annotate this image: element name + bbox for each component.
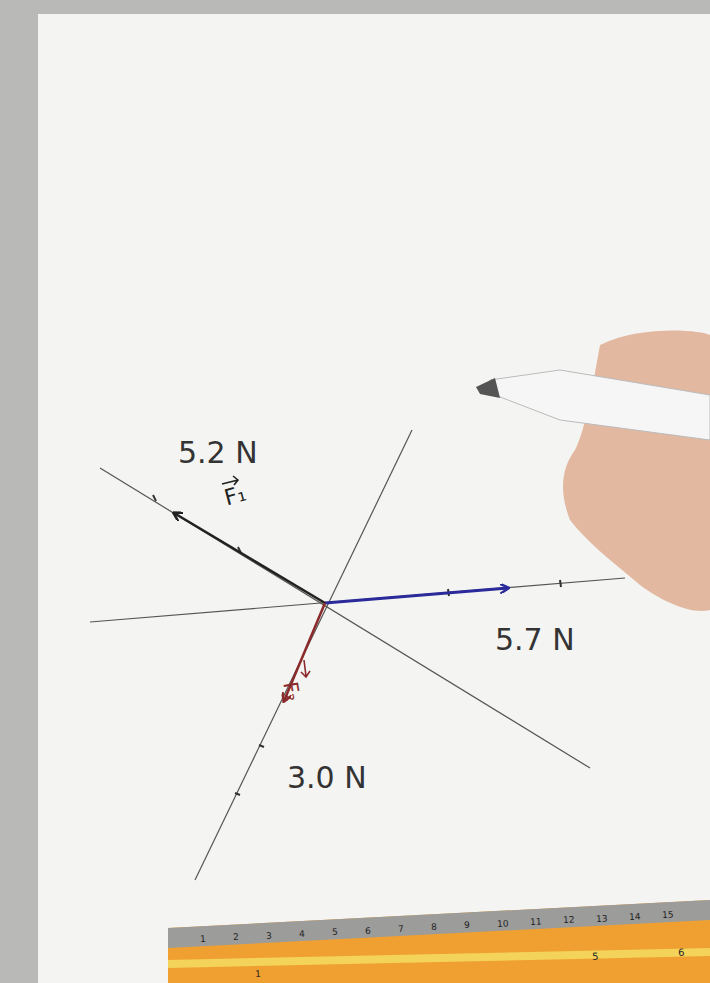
force-value: 3.0 N — [287, 763, 367, 793]
ruler-number: 12 — [563, 916, 575, 926]
ruler-number: 11 — [530, 917, 542, 927]
vector-name: F₂ — [280, 680, 303, 703]
vector-arrow-symbol — [301, 660, 310, 677]
vector-f1 — [174, 513, 325, 603]
ruler-number: 15 — [662, 911, 674, 921]
ruler-number: 9 — [464, 921, 470, 930]
ruler-number: 1 — [200, 935, 206, 944]
ruler-number: 4 — [299, 930, 305, 939]
ruler-number: 10 — [497, 919, 509, 929]
ruler-number: 3 — [266, 931, 272, 940]
ruler-number: 8 — [431, 923, 437, 932]
ruler-number: 14 — [629, 912, 641, 922]
ruler-edge — [168, 900, 710, 948]
ruler-number: 13 — [596, 914, 608, 924]
ruler-number: 2 — [233, 933, 239, 942]
ruler-strip — [168, 948, 710, 968]
ruler-number: 5 — [332, 928, 338, 937]
marker-tip — [476, 378, 500, 398]
force-value: 5.2 N — [178, 438, 258, 468]
axis-line — [195, 430, 412, 880]
vector-resultant — [325, 588, 508, 603]
force-value: 5.7 N — [495, 625, 575, 655]
ruler-number: 6 — [365, 926, 371, 935]
ruler-number: 5 — [592, 952, 599, 962]
ruler — [168, 900, 710, 983]
paper — [38, 14, 710, 983]
hand — [563, 331, 710, 611]
marker — [490, 370, 710, 440]
ruler-number: 6 — [678, 948, 685, 958]
ruler-number: 7 — [398, 924, 404, 933]
ruler-number: 1 — [255, 970, 261, 979]
axis-line — [100, 468, 590, 768]
axis-line — [90, 578, 625, 622]
